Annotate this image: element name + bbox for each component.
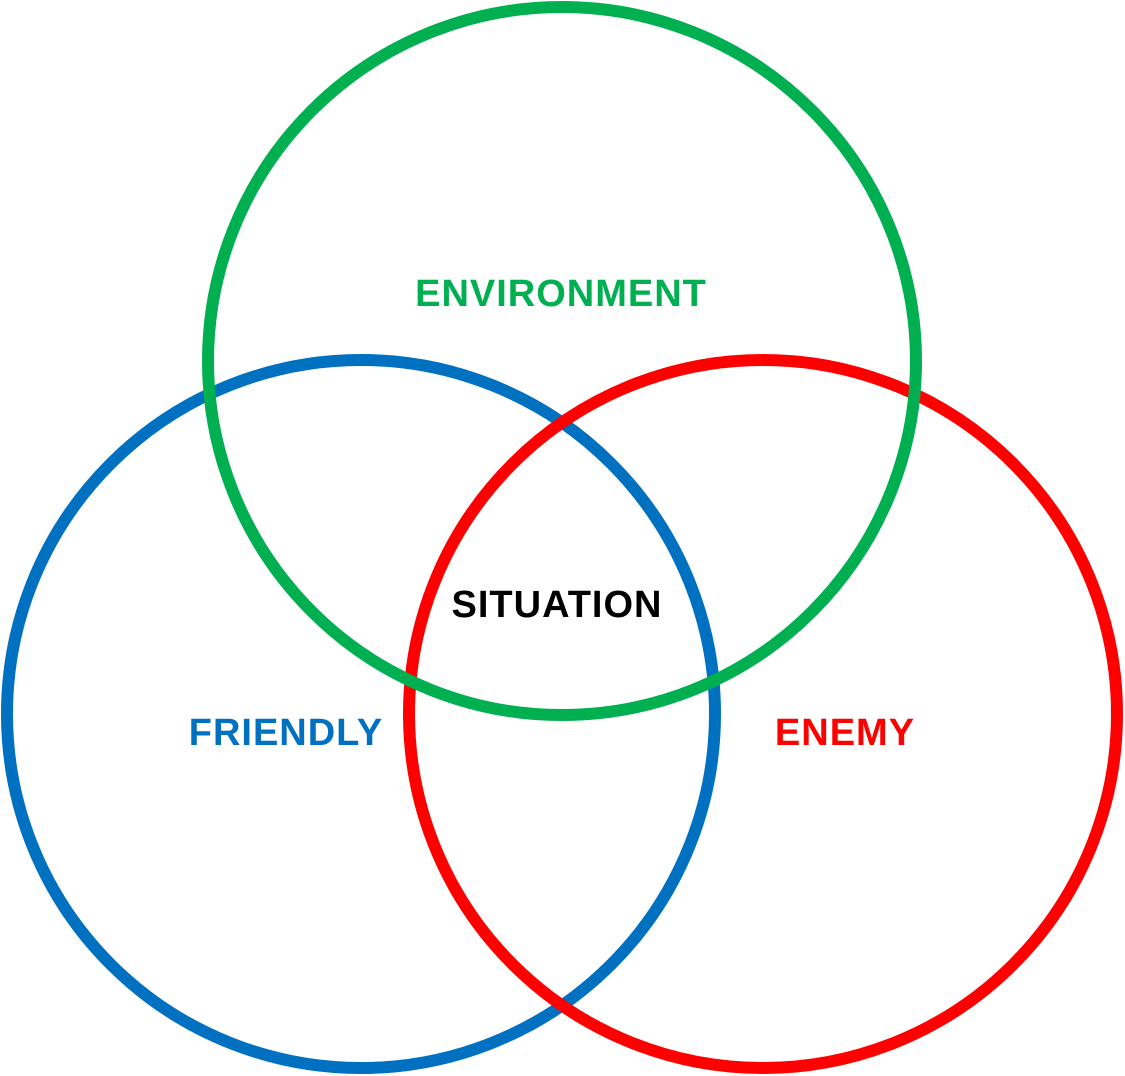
circle-enemy [403,354,1123,1074]
circle-environment [202,1,922,721]
label-friendly: FRIENDLY [189,712,384,754]
label-situation: SITUATION [452,584,663,626]
label-enemy: ENEMY [775,712,915,754]
circle-friendly [1,354,721,1074]
label-environment: ENVIRONMENT [415,273,707,315]
